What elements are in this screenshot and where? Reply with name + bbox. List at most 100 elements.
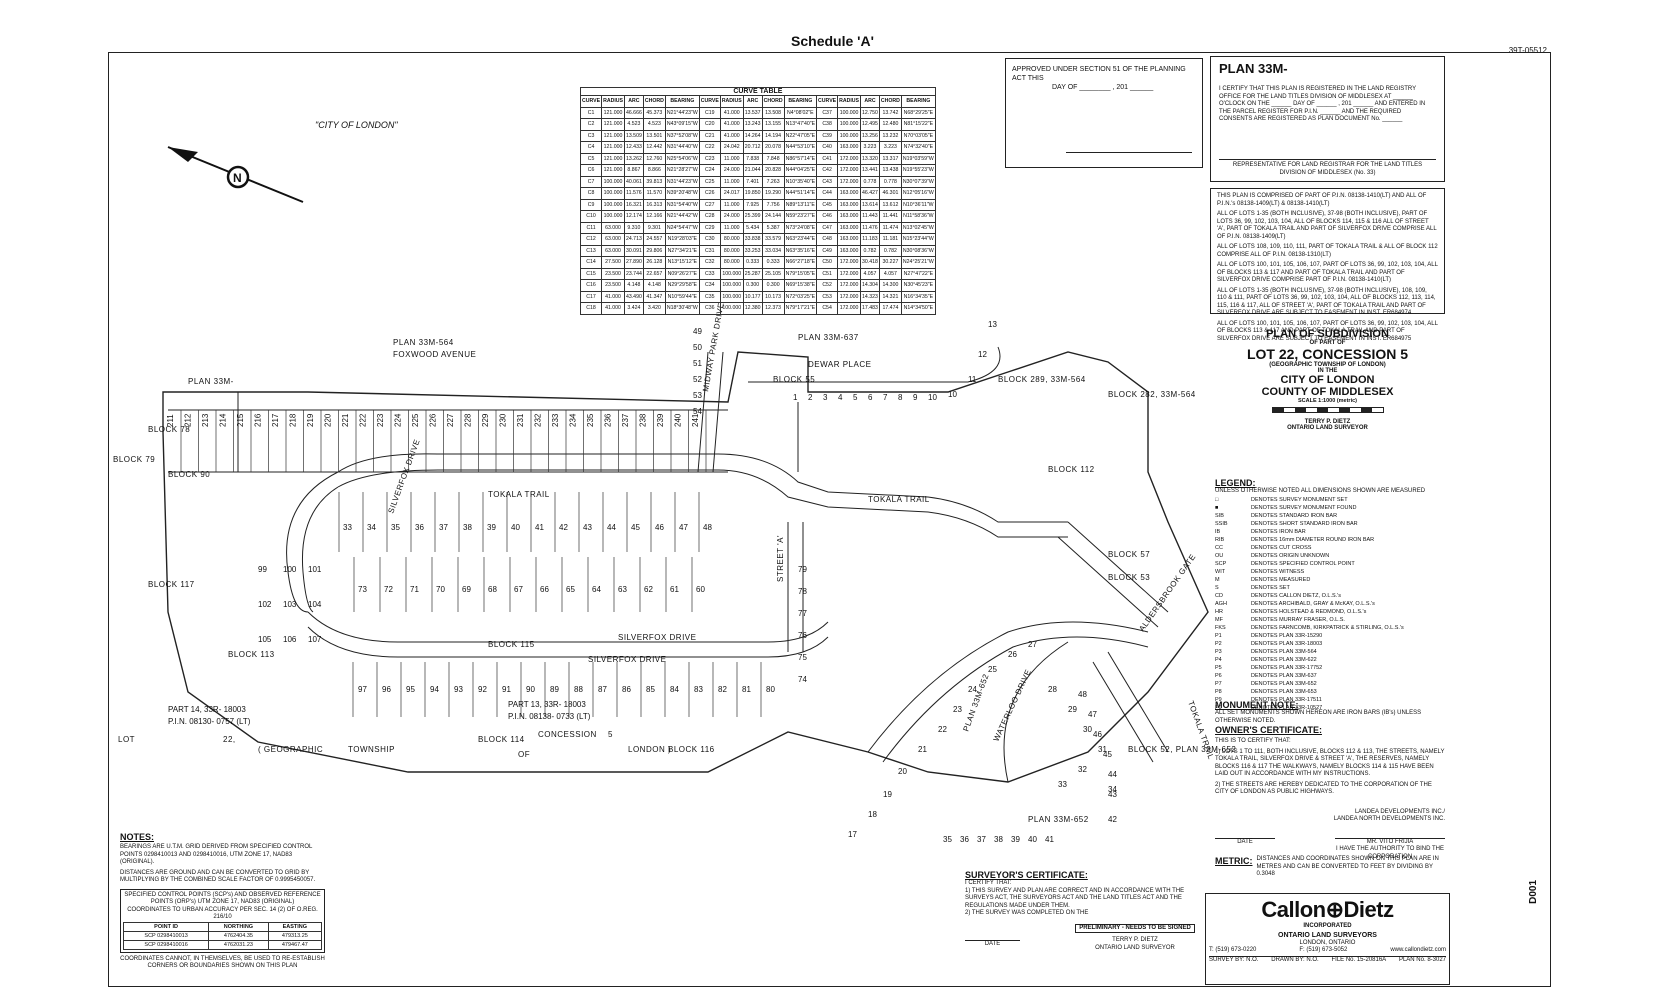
lot-number: 238 <box>639 413 648 427</box>
notes-distances: DISTANCES ARE GROUND AND CAN BE CONVERTE… <box>120 869 316 884</box>
scale-bar <box>1271 407 1384 413</box>
legend-symbol: P1 <box>1215 632 1222 639</box>
curve-table-cell: C46 <box>816 210 839 223</box>
curve-table-cell: N30°08'36"W <box>900 244 936 257</box>
lot-number: 43 <box>583 523 592 532</box>
curve-table-cell: 121.000 <box>601 152 625 165</box>
approval-box: APPROVED UNDER SECTION 51 OF THE PLANNIN… <box>1005 58 1203 168</box>
lot-number: 235 <box>586 413 595 427</box>
curve-table-cell: C43 <box>816 175 839 188</box>
curve-table-cell: 45.373 <box>642 106 666 119</box>
curve-table-cell: 27.500 <box>601 256 625 269</box>
lot-number: 17 <box>848 830 857 839</box>
lot-number: 51 <box>693 359 702 368</box>
curve-table-cell: 14.304 <box>860 279 880 292</box>
curve-table-cell: 24.000 <box>719 210 744 223</box>
lot-number: 42 <box>559 523 568 532</box>
curve-table-cell: 30.227 <box>878 256 902 269</box>
lot-number: 88 <box>574 685 583 694</box>
curve-table-cell: N37°52'08"W <box>664 129 700 142</box>
curve-table-cell: N27°47'22"E <box>900 267 936 280</box>
lot-number: 220 <box>324 413 333 427</box>
block-label: BLOCK 52, PLAN 33M-652 <box>1128 745 1236 754</box>
curve-table-cell: 20.078 <box>761 141 785 154</box>
lot-number: 93 <box>454 685 463 694</box>
curve-table-cell: 11.443 <box>860 210 880 223</box>
lot-number: 44 <box>607 523 616 532</box>
legend-description: DENOTES SURVEY MONUMENT FOUND <box>1251 504 1357 511</box>
curve-table-cell: N12°05'16"W <box>900 187 936 200</box>
lot-number: 223 <box>376 413 385 427</box>
curve-table-cell: 23.500 <box>601 279 625 292</box>
curve-table-cell: 0.300 <box>761 279 785 292</box>
curve-table-cell: C2 <box>579 118 603 131</box>
curve-table-cell: C6 <box>579 164 603 177</box>
lot-number: 29 <box>1068 705 1077 714</box>
legend-description: DENOTES PLAN 33R-18003 <box>1251 640 1323 647</box>
legend-description: DENOTES ARCHIBALD, GRAY & McKAY, O.L.S.'… <box>1251 600 1375 607</box>
curve-table-cell: 41.347 <box>642 290 666 303</box>
curve-table-cell: 172.000 <box>837 256 862 269</box>
curve-table-cell: C19 <box>698 106 721 119</box>
coordinate-cell: 479313.25 <box>267 930 323 941</box>
curve-table-cell: 12.442 <box>642 141 666 154</box>
curve-table-cell: N18°30'48"W <box>664 302 700 315</box>
curve-table-cell: C52 <box>816 279 839 292</box>
curve-table-cell: N73°24'08"E <box>783 221 818 234</box>
legend-description: DENOTES STANDARD IRON BAR <box>1251 512 1338 519</box>
curve-table-cell: N19°03'59"W <box>900 152 936 165</box>
curve-table-cell: 13.509 <box>623 129 644 142</box>
lot-number: 75 <box>798 653 807 662</box>
lot-number: 65 <box>566 585 575 594</box>
curve-table-cell: 13.441 <box>860 164 880 177</box>
curve-table-cell: C1 <box>579 106 603 119</box>
composition-item: ALL OF LOTS 1-35 (BOTH INCLUSIVE), 37-98… <box>1217 287 1436 317</box>
lot-number: 102 <box>258 600 272 609</box>
lot-number: 67 <box>514 585 523 594</box>
lot-number: 5 <box>853 393 858 402</box>
legend-symbol: SIB <box>1215 512 1224 519</box>
curve-table-cell: 11.000 <box>719 175 744 188</box>
lot-number: 230 <box>499 413 508 427</box>
lot-number: 44 <box>1108 770 1117 779</box>
metric-note: METRIC: DISTANCES AND COORDINATES SHOWN … <box>1215 856 1445 879</box>
lot-number: 91 <box>502 685 511 694</box>
curve-table-cell: 8.866 <box>642 164 666 177</box>
curve-table-cell: N4°08'02"E <box>783 106 818 119</box>
lot-concession-label: 22, <box>223 735 236 744</box>
surveyor-cert-item-2: 2) THE SURVEY WAS COMPLETED ON THE <box>965 910 1089 916</box>
curve-table-cell: 20.712 <box>742 141 763 154</box>
curve-table-cell: 7.263 <box>761 175 785 188</box>
lot-number: 10 <box>928 393 937 402</box>
curve-table-cell: 12.433 <box>623 141 644 154</box>
lot-number: 39 <box>1011 835 1020 844</box>
lot-number: 1 <box>793 393 798 402</box>
curve-table-cell: 13.501 <box>642 129 666 142</box>
lot-number: 45 <box>631 523 640 532</box>
curve-table-cell: C36 <box>698 302 721 315</box>
curve-table-cell: C23 <box>698 152 721 165</box>
curve-table-cell: C29 <box>698 221 721 234</box>
curve-table-cell: 63.000 <box>601 244 625 257</box>
lot-number: 240 <box>674 413 683 427</box>
curve-table-cell: 11.474 <box>878 221 902 234</box>
legend-description: DENOTES MEASURED <box>1251 576 1311 583</box>
curve-table-cell: C48 <box>816 233 839 246</box>
lot-number: 216 <box>254 413 263 427</box>
lot-number: 61 <box>670 585 679 594</box>
lot-number: 101 <box>308 565 322 574</box>
curve-table-cell: 163.000 <box>837 233 862 246</box>
lot-number: 35 <box>943 835 952 844</box>
lot-number: 68 <box>488 585 497 594</box>
curve-table-cell: 172.000 <box>837 279 862 292</box>
legend-intro: UNLESS OTHERWISE NOTED ALL DIMENSIONS SH… <box>1215 488 1426 494</box>
curve-table-cell: 163.000 <box>837 187 862 200</box>
legend-description: DENOTES WITNESS <box>1251 568 1305 575</box>
surveyor-cert-intro: I CERTIFY THAT: <box>965 880 1012 886</box>
curve-table-cell: C11 <box>579 221 603 234</box>
